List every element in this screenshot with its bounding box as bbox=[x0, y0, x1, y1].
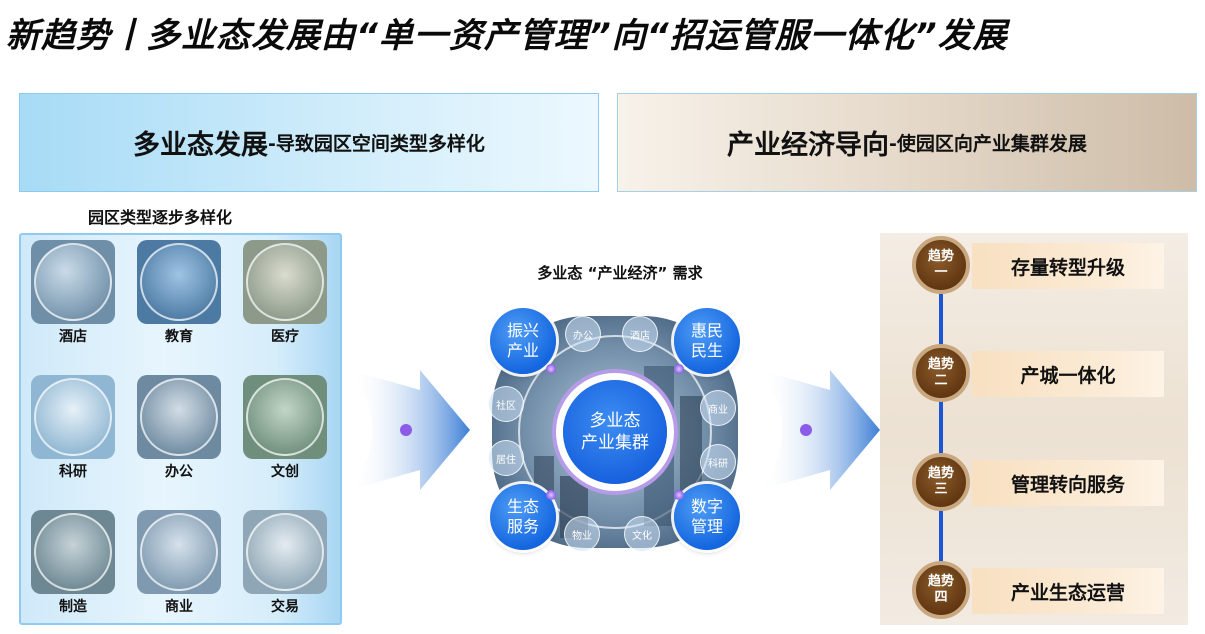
trend-text: 产城一体化 bbox=[1020, 364, 1116, 387]
park-type-label: 医疗 bbox=[271, 329, 299, 345]
trend-item: 产城一体化 bbox=[972, 351, 1164, 397]
connector-dot bbox=[546, 490, 556, 500]
park-type-photo bbox=[243, 240, 327, 324]
node-small: 社区 bbox=[488, 386, 524, 422]
park-type-photo bbox=[31, 240, 115, 324]
trend-badge-bottom: 四 bbox=[934, 590, 948, 605]
node-industry-revival: 振兴产业 bbox=[490, 308, 556, 374]
trend-badge-top: 趋势 bbox=[927, 249, 954, 264]
node-line: 民生 bbox=[690, 341, 723, 360]
core-line: 多业态 bbox=[589, 411, 641, 431]
park-type-label: 办公 bbox=[165, 464, 193, 480]
node-digital-management: 数字管理 bbox=[674, 484, 740, 550]
park-type-label: 文创 bbox=[271, 464, 299, 480]
park-type-tile: 文创 bbox=[243, 375, 327, 485]
park-type-label: 制造 bbox=[59, 599, 87, 615]
connector-dot bbox=[674, 364, 684, 374]
banner-industry-economy: 产业经济导向 -使园区向产业集群发展 bbox=[617, 93, 1197, 192]
node-line: 产业 bbox=[506, 341, 539, 360]
node-small: 办公 bbox=[565, 316, 601, 352]
node-small: 居住 bbox=[488, 440, 524, 476]
banner-left-main: 多业态发展 bbox=[133, 130, 269, 161]
node-small: 文化 bbox=[624, 516, 660, 552]
trend-timeline bbox=[939, 262, 943, 602]
banner-left-sub: -导致园区空间类型多样化 bbox=[268, 133, 485, 155]
park-type-photo bbox=[31, 510, 115, 594]
trend-badge: 趋势 四 bbox=[912, 561, 970, 619]
node-line: 数字 bbox=[690, 497, 723, 516]
trend-badge-bottom: 二 bbox=[934, 373, 948, 388]
park-type-tile: 商业 bbox=[137, 510, 221, 620]
page-title: 新趋势丨多业态发展由“单一资产管理”向“招运管服一体化”发展 bbox=[6, 16, 1008, 56]
park-type-photo bbox=[243, 375, 327, 459]
node-line: 惠民 bbox=[690, 321, 723, 340]
park-type-tile: 教育 bbox=[137, 240, 221, 350]
trend-item: 产业生态运营 bbox=[972, 568, 1164, 614]
flow-arrow-right bbox=[760, 370, 880, 490]
park-type-label: 酒店 bbox=[59, 329, 87, 345]
trends-panel bbox=[880, 233, 1188, 625]
node-line: 管理 bbox=[690, 517, 723, 536]
node-line: 振兴 bbox=[506, 321, 539, 340]
park-type-photo bbox=[137, 375, 221, 459]
node-eco-service: 生态服务 bbox=[490, 484, 556, 550]
banner-right-sub: -使园区向产业集群发展 bbox=[889, 133, 1087, 155]
node-public-welfare: 惠民民生 bbox=[674, 308, 740, 374]
trend-text: 产业生态运营 bbox=[1010, 581, 1125, 604]
park-type-photo bbox=[137, 240, 221, 324]
park-type-label: 教育 bbox=[165, 329, 193, 345]
node-small: 商业 bbox=[700, 390, 736, 426]
node-small: 物业 bbox=[564, 516, 600, 552]
park-type-photo bbox=[31, 375, 115, 459]
park-type-label: 商业 bbox=[165, 599, 193, 615]
trend-badge-top: 趋势 bbox=[927, 357, 954, 372]
trend-badge: 趋势 一 bbox=[912, 236, 970, 294]
park-type-tile: 制造 bbox=[31, 510, 115, 620]
trend-badge: 趋势 三 bbox=[912, 453, 970, 511]
economy-hub: 办公 酒店 社区 商业 居住 科研 物业 文化 振兴产业 惠民民生 生态服务 数… bbox=[484, 306, 746, 558]
park-type-tile: 交易 bbox=[243, 510, 327, 620]
flow-arrow-left bbox=[350, 370, 470, 490]
trend-badge-top: 趋势 bbox=[927, 574, 954, 589]
node-small: 科研 bbox=[700, 444, 736, 480]
park-type-photo bbox=[243, 510, 327, 594]
trend-item: 存量转型升级 bbox=[972, 243, 1164, 289]
node-line: 生态 bbox=[506, 497, 539, 516]
trend-item: 管理转向服务 bbox=[972, 460, 1164, 506]
trend-badge-top: 趋势 bbox=[927, 466, 954, 481]
park-type-label: 交易 bbox=[271, 599, 299, 615]
node-small: 酒店 bbox=[622, 316, 658, 352]
core-line: 产业集群 bbox=[581, 433, 649, 453]
trend-badge-bottom: 一 bbox=[934, 265, 948, 280]
trend-badge-bottom: 三 bbox=[934, 482, 948, 497]
park-type-tile: 科研 bbox=[31, 375, 115, 485]
park-type-tile: 酒店 bbox=[31, 240, 115, 350]
connector-dot bbox=[674, 490, 684, 500]
park-type-label: 科研 bbox=[59, 464, 87, 480]
trend-text: 存量转型升级 bbox=[1010, 256, 1125, 279]
connector-dot bbox=[546, 364, 556, 374]
economy-heading: 多业态 “产业经济” 需求 bbox=[537, 264, 703, 282]
park-type-tile: 医疗 bbox=[243, 240, 327, 350]
node-line: 服务 bbox=[506, 517, 539, 536]
trend-badge: 趋势 二 bbox=[912, 344, 970, 402]
banner-multi-format: 多业态发展 -导致园区空间类型多样化 bbox=[19, 93, 599, 192]
park-type-photo bbox=[137, 510, 221, 594]
park-types-heading: 园区类型逐步多样化 bbox=[88, 208, 233, 227]
banner-right-main: 产业经济导向 bbox=[727, 130, 890, 161]
core-industry-cluster: 多业态产业集群 bbox=[563, 380, 667, 484]
trend-text: 管理转向服务 bbox=[1010, 473, 1125, 496]
park-type-tile: 办公 bbox=[137, 375, 221, 485]
